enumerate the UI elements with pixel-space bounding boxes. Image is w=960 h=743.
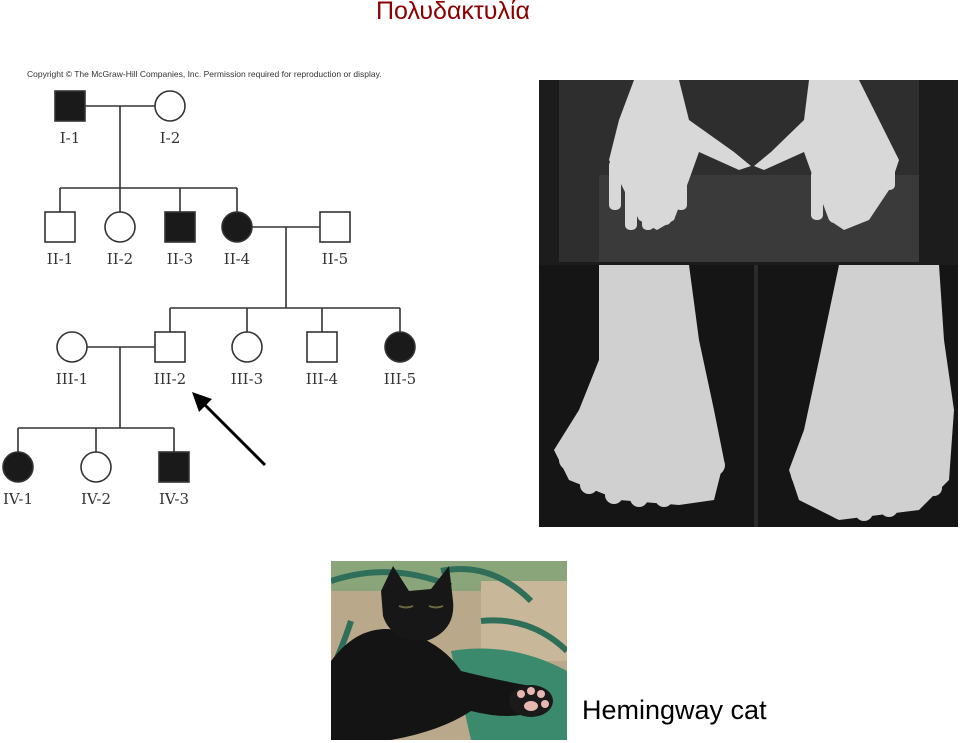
- proband-arrow: [192, 392, 267, 467]
- pedigree-symbol-ii-4: [221, 211, 253, 243]
- pedigree-symbol-iv-1: [2, 451, 34, 483]
- pedigree-symbol-i-2: [154, 90, 186, 122]
- pedigree-label-iv-1: IV-1: [3, 490, 33, 508]
- pedigree-label-iii-3: III-3: [231, 370, 263, 388]
- pedigree-label-iii-2: III-2: [154, 370, 186, 388]
- polydactyly-photo: [539, 80, 958, 527]
- copyright-notice: Copyright © The McGraw-Hill Companies, I…: [27, 69, 382, 79]
- pedigree-symbol-iii-1: [56, 331, 88, 363]
- pedigree-symbol-i-1: [54, 90, 86, 122]
- pedigree-label-iv-3: IV-3: [159, 490, 189, 508]
- pedigree-label-ii-5: II-5: [322, 250, 348, 268]
- pedigree-symbol-iv-2: [80, 451, 112, 483]
- hemingway-cat-photo: [331, 561, 567, 740]
- pedigree-label-ii-4: II-4: [224, 250, 250, 268]
- pedigree-label-i-2: I-2: [160, 129, 181, 147]
- pedigree-label-ii-1: II-1: [47, 250, 73, 268]
- pedigree-label-ii-2: II-2: [107, 250, 133, 268]
- pedigree-label-iii-1: III-1: [56, 370, 88, 388]
- pedigree-label-iii-5: III-5: [384, 370, 416, 388]
- pedigree-symbol-iii-4: [306, 331, 338, 363]
- pedigree-label-i-1: I-1: [60, 129, 81, 147]
- pedigree-symbol-iii-3: [231, 331, 263, 363]
- pedigree-label-iii-4: III-4: [306, 370, 338, 388]
- pedigree-label-ii-3: II-3: [167, 250, 193, 268]
- cat-caption: Hemingway cat: [582, 695, 767, 725]
- pedigree-symbol-ii-2: [104, 211, 136, 243]
- pedigree-symbol-ii-3: [164, 211, 196, 243]
- slide-title: Πολυδακτυλία: [376, 0, 530, 25]
- pedigree-symbol-iv-3: [158, 451, 190, 483]
- pedigree-symbol-ii-1: [44, 211, 76, 243]
- pedigree-symbol-iii-5: [384, 331, 416, 363]
- pedigree-symbol-iii-2: [154, 331, 186, 363]
- pedigree-symbol-ii-5: [319, 211, 351, 243]
- pedigree-label-iv-2: IV-2: [81, 490, 111, 508]
